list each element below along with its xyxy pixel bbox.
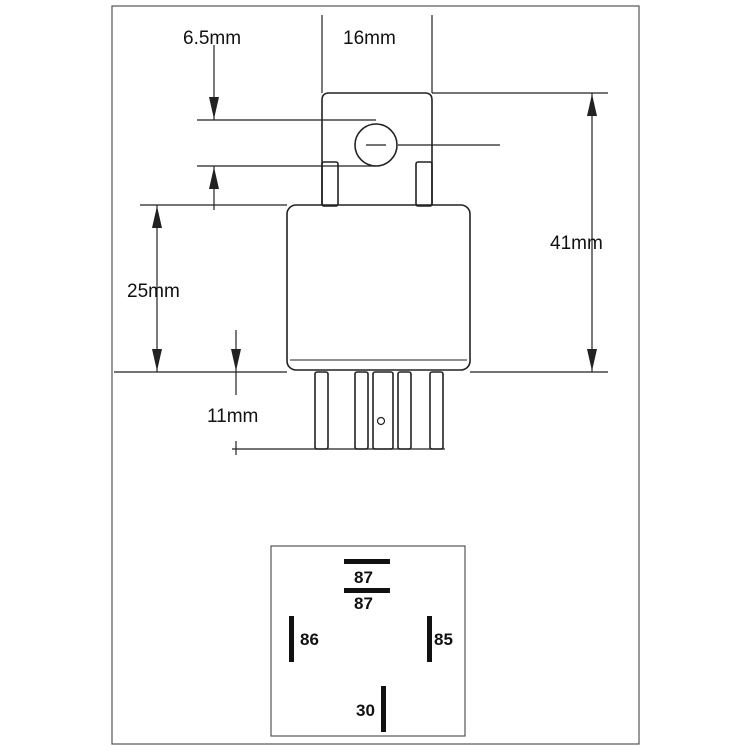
tab-leg-right (415, 161, 433, 207)
outer-frame (111, 5, 640, 745)
relay-side-view (286, 92, 471, 450)
dimension-lines (114, 15, 608, 455)
dim-label-height-total: 41mm (550, 233, 603, 254)
pinout-frame (270, 545, 466, 737)
mounting-tab (321, 92, 433, 205)
pinout-diagram: 87 87 86 85 30 (270, 545, 466, 737)
pin-87a-bar (344, 588, 390, 593)
arrowheads (152, 94, 597, 371)
pin-85-label: 85 (434, 630, 453, 649)
pin-30-label: 30 (356, 701, 375, 720)
terminal-center-left (354, 371, 369, 450)
pin-86-bar (289, 616, 294, 662)
pin-86-label: 86 (300, 630, 319, 649)
dim-label-pin-offset: 6.5mm (183, 28, 241, 49)
terminal-center-right (397, 371, 412, 450)
relay-body (286, 204, 471, 371)
dim-label-pin-length: 11mm (207, 406, 258, 427)
terminal-center (372, 371, 394, 450)
tab-leg-left (321, 161, 339, 207)
dim-label-body-height: 25mm (127, 281, 180, 302)
terminal-left (314, 371, 329, 450)
pin-87-label: 87 (354, 568, 373, 587)
dim-label-width: 16mm (343, 28, 396, 49)
terminal-hole (376, 416, 386, 426)
pin-85-bar (427, 616, 432, 662)
pin-87a-label: 87 (354, 594, 373, 613)
pin-30-bar (381, 686, 386, 732)
pin-87-bar (344, 559, 390, 564)
terminal-right (429, 371, 444, 450)
